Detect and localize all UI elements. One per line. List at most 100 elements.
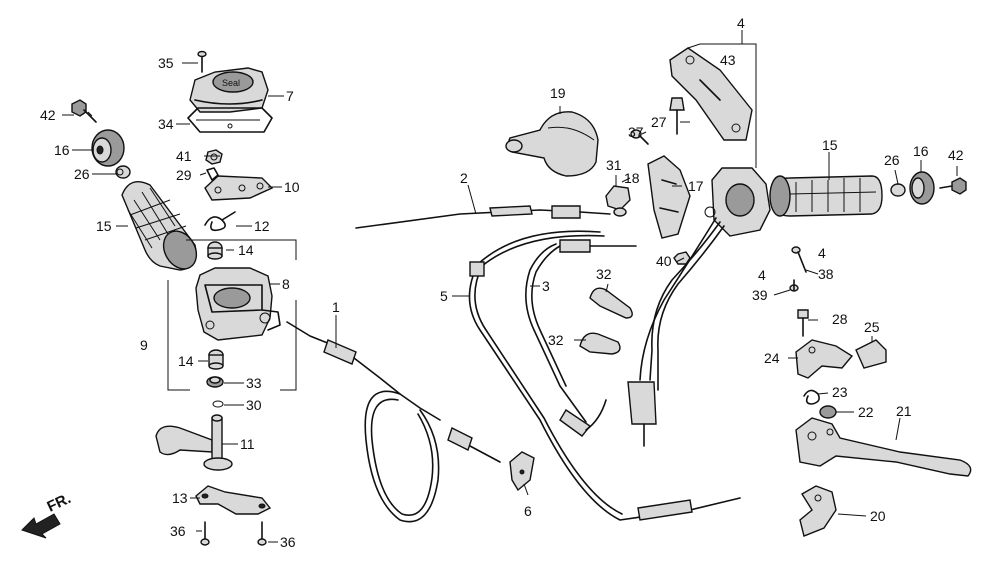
callout-36-left: 36 <box>170 523 186 539</box>
part-16-bar-end-right <box>909 171 935 205</box>
callout-16-left: 16 <box>54 142 70 158</box>
part-7-throttle-cover: Seal <box>189 67 269 113</box>
callout-19: 19 <box>550 85 566 101</box>
part-15-grip-right <box>769 175 883 217</box>
callout-16-right: 16 <box>913 143 929 159</box>
part-32-clamp-lower <box>579 332 621 355</box>
callout-43: 43 <box>720 52 736 68</box>
part-34-gasket <box>187 107 273 133</box>
direction-arrow-icon <box>21 513 61 539</box>
callout-4-left: 4 <box>758 267 766 283</box>
callout-7: 7 <box>286 88 294 104</box>
callout-42-left: 42 <box>40 107 56 123</box>
callout-14-upper: 14 <box>238 242 254 258</box>
part-20-holder <box>799 485 837 537</box>
callout-20: 20 <box>870 508 886 524</box>
callout-3: 3 <box>542 278 550 294</box>
part-5-cable <box>468 230 741 521</box>
callout-33: 33 <box>246 375 262 391</box>
part-18-fitting <box>613 207 627 217</box>
callout-11: 11 <box>240 436 255 452</box>
part-4-wire-harness <box>627 217 725 447</box>
callout-32-upper: 32 <box>596 266 612 282</box>
callout-38: 38 <box>818 266 834 282</box>
callout-25: 25 <box>864 319 880 335</box>
callout-9: 9 <box>140 337 148 353</box>
part-33-collar <box>206 376 224 388</box>
part-6-clamp <box>509 451 535 492</box>
callout-23: 23 <box>832 384 848 400</box>
callout-2: 2 <box>460 170 468 186</box>
part-1-throttle-cable <box>286 321 501 523</box>
part-43-bracket <box>669 47 753 141</box>
part-35-screw <box>197 50 207 73</box>
part-29-clip <box>206 167 219 181</box>
callout-28: 28 <box>832 311 848 327</box>
part-4-switch-housing <box>704 167 771 237</box>
part-32-clamp-upper <box>589 287 633 319</box>
part-14-upper-fitting <box>207 241 223 260</box>
cover-watermark: Seal <box>222 78 240 88</box>
part-25-cover <box>855 339 887 369</box>
callout-15-left: 15 <box>96 218 112 234</box>
part-24-bracket <box>795 339 854 379</box>
callout-labels: 35 7 34 41 29 10 12 14 8 9 14 33 30 11 1… <box>40 15 964 550</box>
callout-15-right: 15 <box>822 137 838 153</box>
part-31-clip <box>605 185 631 211</box>
callout-40: 40 <box>656 253 672 269</box>
part-26-collar-left <box>115 165 131 179</box>
direction-marker-label: FR. <box>45 490 74 516</box>
part-23-spring <box>803 389 820 405</box>
part-42-bolt-right <box>939 177 967 195</box>
part-3-cable <box>525 239 637 437</box>
callout-35: 35 <box>158 55 174 71</box>
callout-34: 34 <box>158 116 174 132</box>
callout-32-lower: 32 <box>548 332 564 348</box>
callout-17: 17 <box>688 178 704 194</box>
part-16-bar-end-left <box>91 129 125 167</box>
callout-30: 30 <box>246 397 262 413</box>
callout-4-right: 4 <box>818 245 826 261</box>
callout-5: 5 <box>440 288 448 304</box>
part-41-nut <box>205 149 223 165</box>
part-21-lever <box>795 417 972 477</box>
callout-29: 29 <box>176 167 192 183</box>
callout-21: 21 <box>896 403 912 419</box>
callout-1: 1 <box>332 299 340 315</box>
callout-37: 37 <box>628 124 644 140</box>
part-17-switch <box>647 155 691 239</box>
part-11-throttle-lever <box>155 414 233 471</box>
part-8-throttle-housing <box>195 267 281 341</box>
callout-42-right: 42 <box>948 147 964 163</box>
part-30-washer <box>212 400 224 408</box>
callout-27: 27 <box>651 114 667 130</box>
callout-6: 6 <box>524 503 532 519</box>
callout-4-top: 4 <box>737 15 745 31</box>
callout-22: 22 <box>858 404 874 420</box>
callout-8: 8 <box>282 276 290 292</box>
part-42-bolt-left <box>71 99 97 123</box>
part-13-bracket <box>195 485 272 515</box>
part-26-collar-right <box>890 183 906 197</box>
part-14-lower-fitting <box>208 349 224 370</box>
callout-31: 31 <box>606 157 622 173</box>
part-2-cable <box>355 205 611 229</box>
part-36-screw-left <box>200 521 210 546</box>
callout-14-lower: 14 <box>178 353 194 369</box>
part-22-bushing <box>819 405 837 419</box>
part-15-grip-left <box>121 181 198 271</box>
callout-41: 41 <box>176 148 192 164</box>
callout-26-left: 26 <box>74 166 90 182</box>
part-12-spring <box>204 211 236 232</box>
part-36-screw-right <box>257 521 267 546</box>
callout-18: 18 <box>624 170 640 186</box>
callout-13: 13 <box>172 490 188 506</box>
part-28-bolt <box>797 309 809 337</box>
part-27-screw <box>669 97 685 135</box>
part-10-plate <box>204 175 274 201</box>
callout-24: 24 <box>764 350 780 366</box>
part-38-screw <box>791 246 807 273</box>
callout-39: 39 <box>752 287 768 303</box>
callout-36-right: 36 <box>280 534 296 550</box>
